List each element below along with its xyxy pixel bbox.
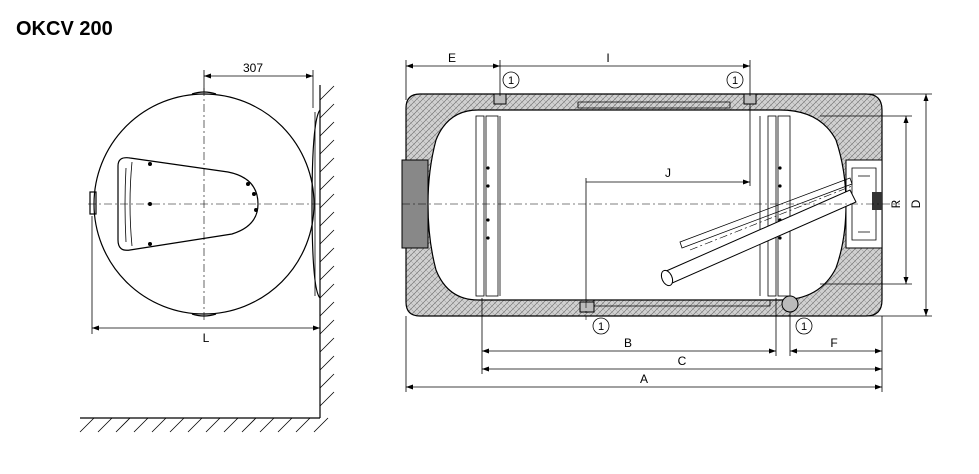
dim-J-label: J [665, 166, 671, 180]
dim-L-label: L [203, 331, 210, 345]
dim-R-label: R [889, 199, 903, 208]
svg-text:1: 1 [508, 75, 514, 87]
dim-307: 307 [203, 61, 314, 108]
dim-F: F [789, 312, 883, 392]
dim-C: C [482, 354, 882, 372]
drain-fitting [781, 295, 799, 313]
dim-D-label: D [909, 199, 923, 208]
svg-text:1: 1 [598, 321, 604, 333]
wall-vertical [319, 85, 335, 418]
dim-A: A [405, 316, 882, 392]
page-title: OKCV 200 [16, 18, 113, 40]
dim-I-label: I [606, 51, 609, 65]
heating-element [660, 177, 857, 287]
marker-1-bottom-left: 1 [592, 317, 610, 335]
dim-D: D [868, 93, 932, 317]
side-view: 307 L [79, 61, 335, 433]
svg-text:1: 1 [801, 321, 807, 333]
dim-B: B [481, 298, 777, 374]
dim-R: R [820, 115, 912, 285]
dim-A-label: A [640, 372, 648, 386]
dim-J: J [585, 104, 751, 300]
front-view: J E I R [401, 51, 932, 392]
cover-plate [117, 157, 259, 251]
connector-bottom [579, 301, 595, 313]
dim-F-label: F [830, 336, 837, 350]
marker-1-top-right: 1 [726, 71, 744, 89]
marker-1-top-left: 1 [502, 71, 520, 89]
marker-1-bottom-right: 1 [795, 317, 813, 335]
svg-text:1: 1 [732, 75, 738, 87]
dim-I: I [500, 51, 751, 96]
dim-L: L [91, 216, 321, 345]
inner-vessel [427, 109, 847, 301]
dim-C-label: C [678, 354, 687, 368]
floor [79, 417, 329, 433]
dim-E-label: E [448, 51, 456, 65]
dim-307-value: 307 [243, 61, 263, 75]
dim-B-label: B [624, 336, 632, 350]
dim-E: E [405, 51, 501, 100]
side-fitting [89, 191, 97, 215]
